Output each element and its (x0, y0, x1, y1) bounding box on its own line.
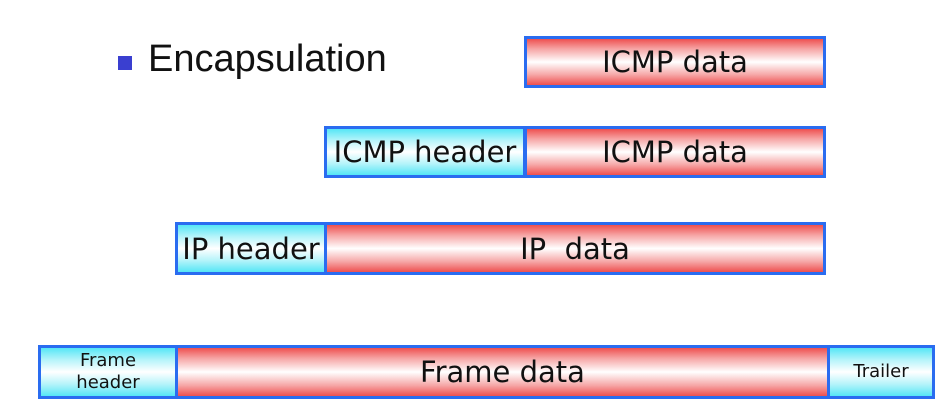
row2-icmp-header-label: ICMP header (333, 135, 517, 169)
row2-icmp-data-label: ICMP data (602, 135, 748, 169)
row4-frame-header: Frame header (38, 345, 178, 399)
row1-icmp-data-label: ICMP data (602, 45, 748, 79)
row4-frame-header-line1: Frame (79, 350, 137, 371)
slide-title: Encapsulation (148, 38, 387, 80)
row1-icmp-data: ICMP data (524, 36, 826, 88)
row4-frame-data-label: Frame data (420, 355, 585, 389)
row2-icmp-header: ICMP header (324, 126, 526, 178)
bullet-icon (118, 56, 132, 70)
row3-ip-data: IP data (324, 222, 826, 275)
row4-frame-header-line2: header (76, 372, 140, 393)
row3-ip-header: IP header (175, 222, 327, 275)
row3-ip-header-label: IP header (182, 231, 320, 266)
row3-ip-data-label: IP data (520, 231, 630, 266)
row4-trailer-label: Trailer (853, 361, 909, 382)
row4-frame-data: Frame data (175, 345, 830, 399)
row2-icmp-data: ICMP data (524, 126, 826, 178)
row4-trailer: Trailer (827, 345, 935, 399)
